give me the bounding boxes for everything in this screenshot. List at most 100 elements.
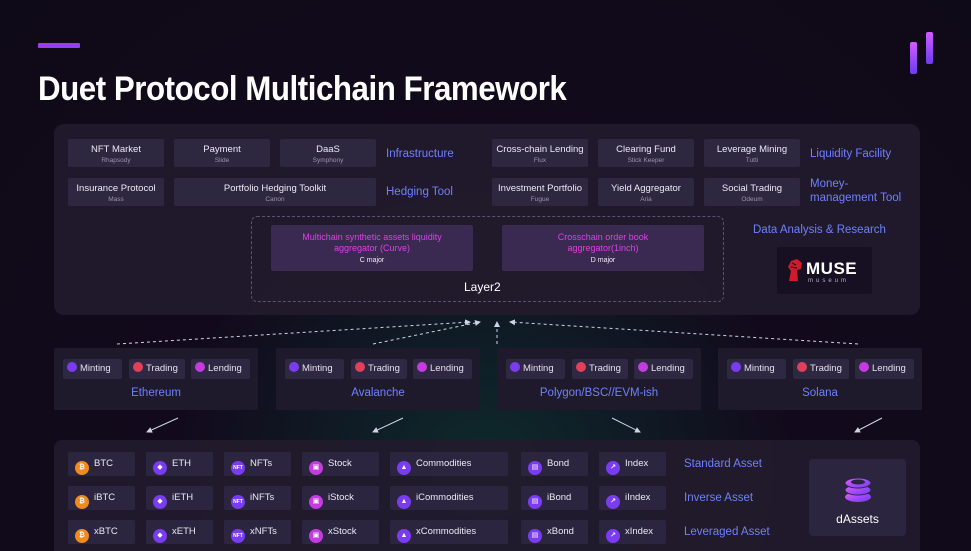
asset-xstock[interactable]: ▣xStock: [302, 520, 379, 544]
arrow-polygon-to-assets: [611, 417, 641, 433]
chain-action-lending[interactable]: Lending: [413, 359, 472, 379]
chain-action-label: Trading: [589, 363, 621, 374]
asset-label: Bond: [547, 458, 570, 469]
chain-action-trading[interactable]: Trading: [129, 359, 185, 379]
chain-action-minting[interactable]: Minting: [63, 359, 122, 379]
asset-xcommodities[interactable]: ▲xCommodities: [390, 520, 508, 544]
chain-action-label: Trading: [368, 363, 400, 374]
chain-action-label: Minting: [523, 363, 554, 374]
bond-icon: ▤: [528, 461, 542, 475]
asset-icommodities[interactable]: ▲iCommodities: [390, 486, 508, 510]
asset-iindex[interactable]: ↗iIndex: [599, 486, 666, 510]
asset-row-label-leveraged-asset: Leveraged Asset: [684, 526, 770, 538]
nft-icon: NFT: [231, 495, 245, 509]
chain-action-label: Lending: [872, 363, 906, 374]
chain-name: Avalanche: [351, 387, 405, 399]
lending-icon: [195, 362, 205, 372]
asset-ibtc[interactable]: ₿iBTC: [68, 486, 135, 510]
asset-ibond[interactable]: ▤iBond: [521, 486, 588, 510]
downward-arrows: [146, 417, 883, 433]
asset-index[interactable]: ↗Index: [599, 452, 666, 476]
asset-label: ETH: [172, 458, 191, 469]
chain-action-label: Trading: [810, 363, 842, 374]
ethereum-icon: ◆: [153, 529, 167, 543]
chain-action-trading[interactable]: Trading: [572, 359, 628, 379]
arrow-avalanche-to-layer2: [372, 320, 481, 345]
asset-label: iETH: [172, 492, 194, 503]
duet-logo-icon: [910, 32, 933, 74]
chain-action-minting[interactable]: Minting: [506, 359, 565, 379]
chain-action-lending[interactable]: Lending: [634, 359, 693, 379]
chain-action-label: Minting: [302, 363, 333, 374]
chain-name: Solana: [802, 387, 838, 399]
asset-label: iCommodities: [416, 492, 474, 503]
minting-icon: [67, 362, 77, 372]
asset-xbtc[interactable]: ₿xBTC: [68, 520, 135, 544]
muse-logo[interactable]: MUSE museum: [777, 247, 872, 294]
arrow-ethereum-to-assets: [146, 417, 179, 433]
asset-xindex[interactable]: ↗xIndex: [599, 520, 666, 544]
chain-name: Polygon/BSC//EVM-ish: [539, 387, 659, 399]
asset-xbond[interactable]: ▤xBond: [521, 520, 588, 544]
bond-icon: ▤: [528, 529, 542, 543]
category-liquidity-facility: Liquidity Facility: [810, 148, 892, 160]
chain-action-trading[interactable]: Trading: [351, 359, 407, 379]
asset-label: BTC: [94, 458, 113, 469]
asset-xeth[interactable]: ◆xETH: [146, 520, 213, 544]
bond-icon: ▤: [528, 495, 542, 509]
chain-action-label: Lending: [208, 363, 242, 374]
stock-icon: ▣: [309, 495, 323, 509]
dassets-coin-stack-icon: [844, 477, 872, 502]
asset-istock[interactable]: ▣iStock: [302, 486, 379, 510]
chain-action-minting[interactable]: Minting: [285, 359, 344, 379]
asset-label: xIndex: [625, 526, 653, 537]
asset-stock[interactable]: ▣Stock: [302, 452, 379, 476]
asset-row-label-inverse-asset: Inverse Asset: [684, 492, 754, 504]
chain-action-lending[interactable]: Lending: [855, 359, 914, 379]
chain-action-minting[interactable]: Minting: [727, 359, 786, 379]
asset-label: Index: [625, 458, 649, 469]
trading-icon: [576, 362, 586, 372]
asset-bond[interactable]: ▤ Bond: [521, 452, 588, 476]
layer2-label: Layer2: [464, 280, 501, 294]
asset-commodities[interactable]: ▲Commodities: [390, 452, 508, 476]
minting-icon: [510, 362, 520, 372]
muse-logo-text: MUSE: [806, 259, 858, 278]
stock-icon: ▣: [309, 529, 323, 543]
chain-action-trading[interactable]: Trading: [793, 359, 849, 379]
asset-label: xNFTs: [250, 526, 277, 537]
dassets-card[interactable]: dAssets: [809, 459, 906, 536]
asset-infts[interactable]: NFT iNFTs: [224, 486, 291, 510]
page-title: Duet Protocol Multichain Framework: [38, 70, 567, 108]
asset-label: iNFTs: [250, 492, 275, 503]
commodities-icon: ▲: [397, 461, 411, 475]
bitcoin-icon: ₿: [75, 529, 89, 543]
arrow-ethereum-to-layer2: [116, 319, 471, 345]
asset-label: xCommodities: [416, 526, 477, 537]
chain-action-lending[interactable]: Lending: [191, 359, 250, 379]
accent-bar: [38, 43, 80, 48]
asset-ieth[interactable]: ◆iETH: [146, 486, 213, 510]
asset-eth[interactable]: ◆ETH: [146, 452, 213, 476]
chain-name: Ethereum: [131, 387, 181, 399]
asset-btc[interactable]: ₿BTC: [68, 452, 135, 476]
